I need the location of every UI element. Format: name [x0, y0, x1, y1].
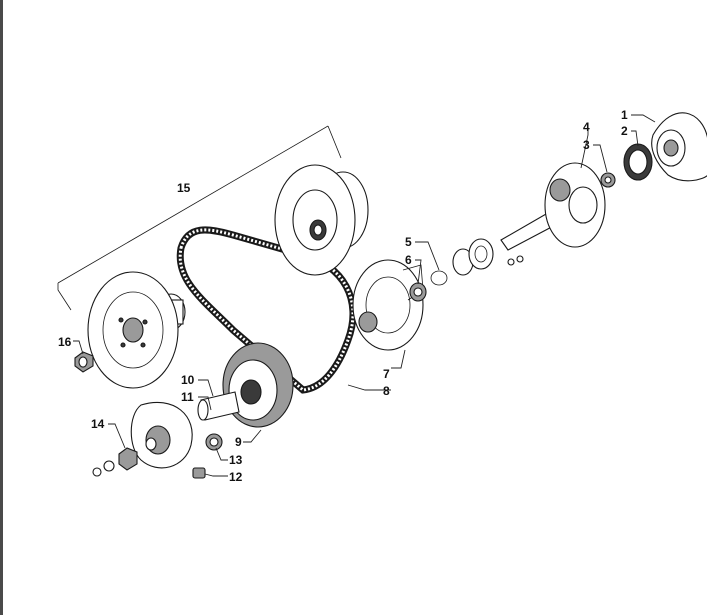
spacer-3 [600, 172, 616, 188]
callout-4: 4 [583, 120, 590, 134]
callout-6: 6 [405, 253, 412, 267]
drive-clutch-fixed-sheave [87, 271, 186, 389]
nut-16 [74, 351, 94, 373]
housing-1 [651, 112, 707, 182]
callout-3: 3 [583, 138, 590, 152]
housing-4 [500, 162, 606, 251]
shaft-10 [197, 391, 240, 421]
callout-1: 1 [621, 108, 628, 122]
sprag-clutch-2 [623, 143, 653, 181]
callout-8: 8 [383, 384, 390, 398]
driven-clutch-assembly [274, 164, 369, 276]
exploded-parts-diagram: 1 2 3 4 5 6 7 8 9 10 11 12 13 14 15 16 [57, 108, 707, 484]
callout-9: 9 [235, 435, 242, 449]
movable-sheave-cover [130, 401, 193, 469]
nut-14 [92, 447, 138, 477]
callout-13: 13 [229, 453, 243, 467]
bearing-6 [409, 282, 427, 302]
roller-12 [192, 467, 206, 479]
spider-assembly-9 [222, 342, 294, 428]
drive-belt [176, 226, 357, 394]
callout-11: 11 [181, 390, 194, 404]
callout-14: 14 [91, 417, 105, 431]
callout-16: 16 [58, 335, 72, 349]
snap-ring-5 [430, 270, 448, 286]
callout-2: 2 [621, 124, 628, 138]
callout-numbers: 1 2 3 4 5 6 7 8 9 10 11 12 13 14 15 16 [58, 108, 628, 484]
bushing-13 [205, 433, 223, 451]
callout-12: 12 [229, 470, 243, 484]
driven-sheave-7 [352, 259, 424, 351]
leader-lines [73, 114, 656, 477]
spline-gear [452, 238, 494, 276]
callout-7: 7 [383, 367, 390, 381]
small-washers [507, 255, 524, 266]
callout-10: 10 [181, 373, 195, 387]
callout-5: 5 [405, 235, 412, 249]
callout-15: 15 [177, 181, 191, 195]
assembly-bracket-15 [57, 125, 342, 311]
